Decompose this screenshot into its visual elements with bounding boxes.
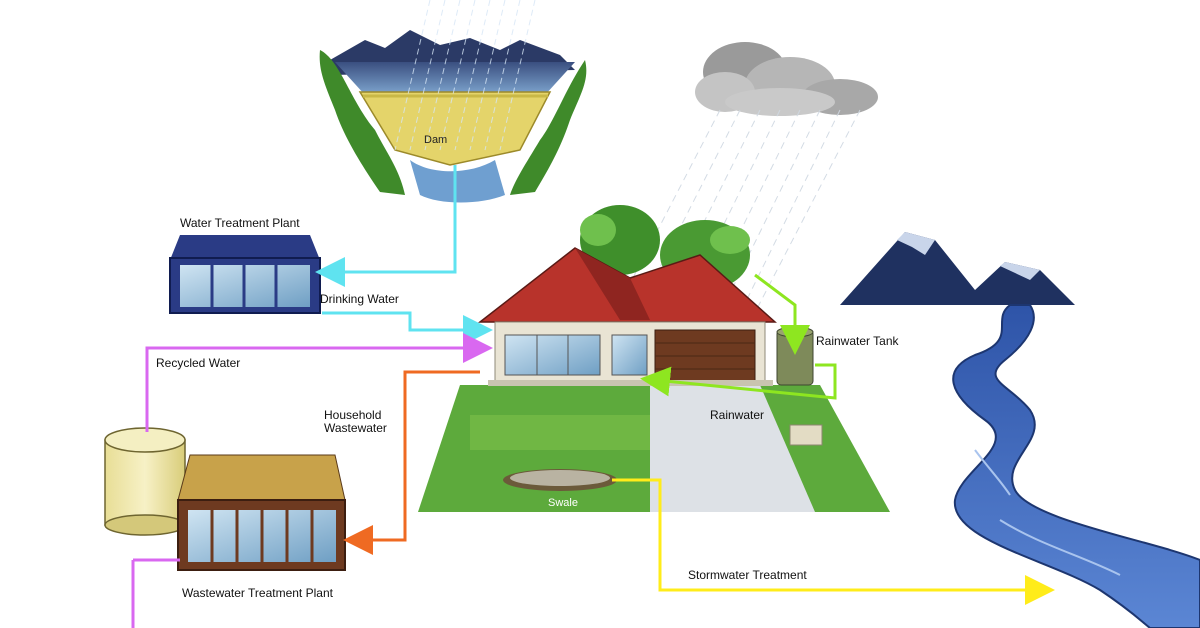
mountains bbox=[840, 232, 1075, 305]
stormwater-treatment-label: Stormwater Treatment bbox=[688, 568, 807, 582]
water-treatment-plant-label: Water Treatment Plant bbox=[180, 216, 300, 230]
drinking-water-label: Drinking Water bbox=[320, 292, 399, 306]
rainwater-flow bbox=[640, 273, 837, 400]
stormwater-flow bbox=[612, 478, 1055, 605]
wastewater-treatment-plant-label: Wastewater Treatment Plant bbox=[182, 586, 333, 600]
household-wastewater-flow bbox=[343, 370, 480, 555]
wastewater-treatment-plant bbox=[104, 427, 346, 571]
swale-label: Swale bbox=[548, 497, 578, 509]
dam-label: Dam bbox=[424, 134, 448, 146]
rainwater-tank-label: Rainwater Tank bbox=[816, 334, 899, 348]
rainwater-label: Rainwater bbox=[710, 408, 765, 422]
household-wastewater-label-line2: Wastewater bbox=[324, 421, 387, 435]
water-treatment-plant bbox=[169, 235, 321, 314]
household-wastewater-label-line1: Household bbox=[324, 408, 382, 422]
recycled-water-label: Recycled Water bbox=[156, 356, 241, 370]
dam-illustration bbox=[319, 0, 587, 203]
yard bbox=[418, 385, 890, 512]
river bbox=[952, 304, 1200, 628]
house bbox=[477, 247, 777, 386]
recycled-water-flow bbox=[131, 333, 493, 628]
rain-cloud bbox=[695, 42, 878, 116]
drinking-water-flow bbox=[315, 165, 493, 345]
